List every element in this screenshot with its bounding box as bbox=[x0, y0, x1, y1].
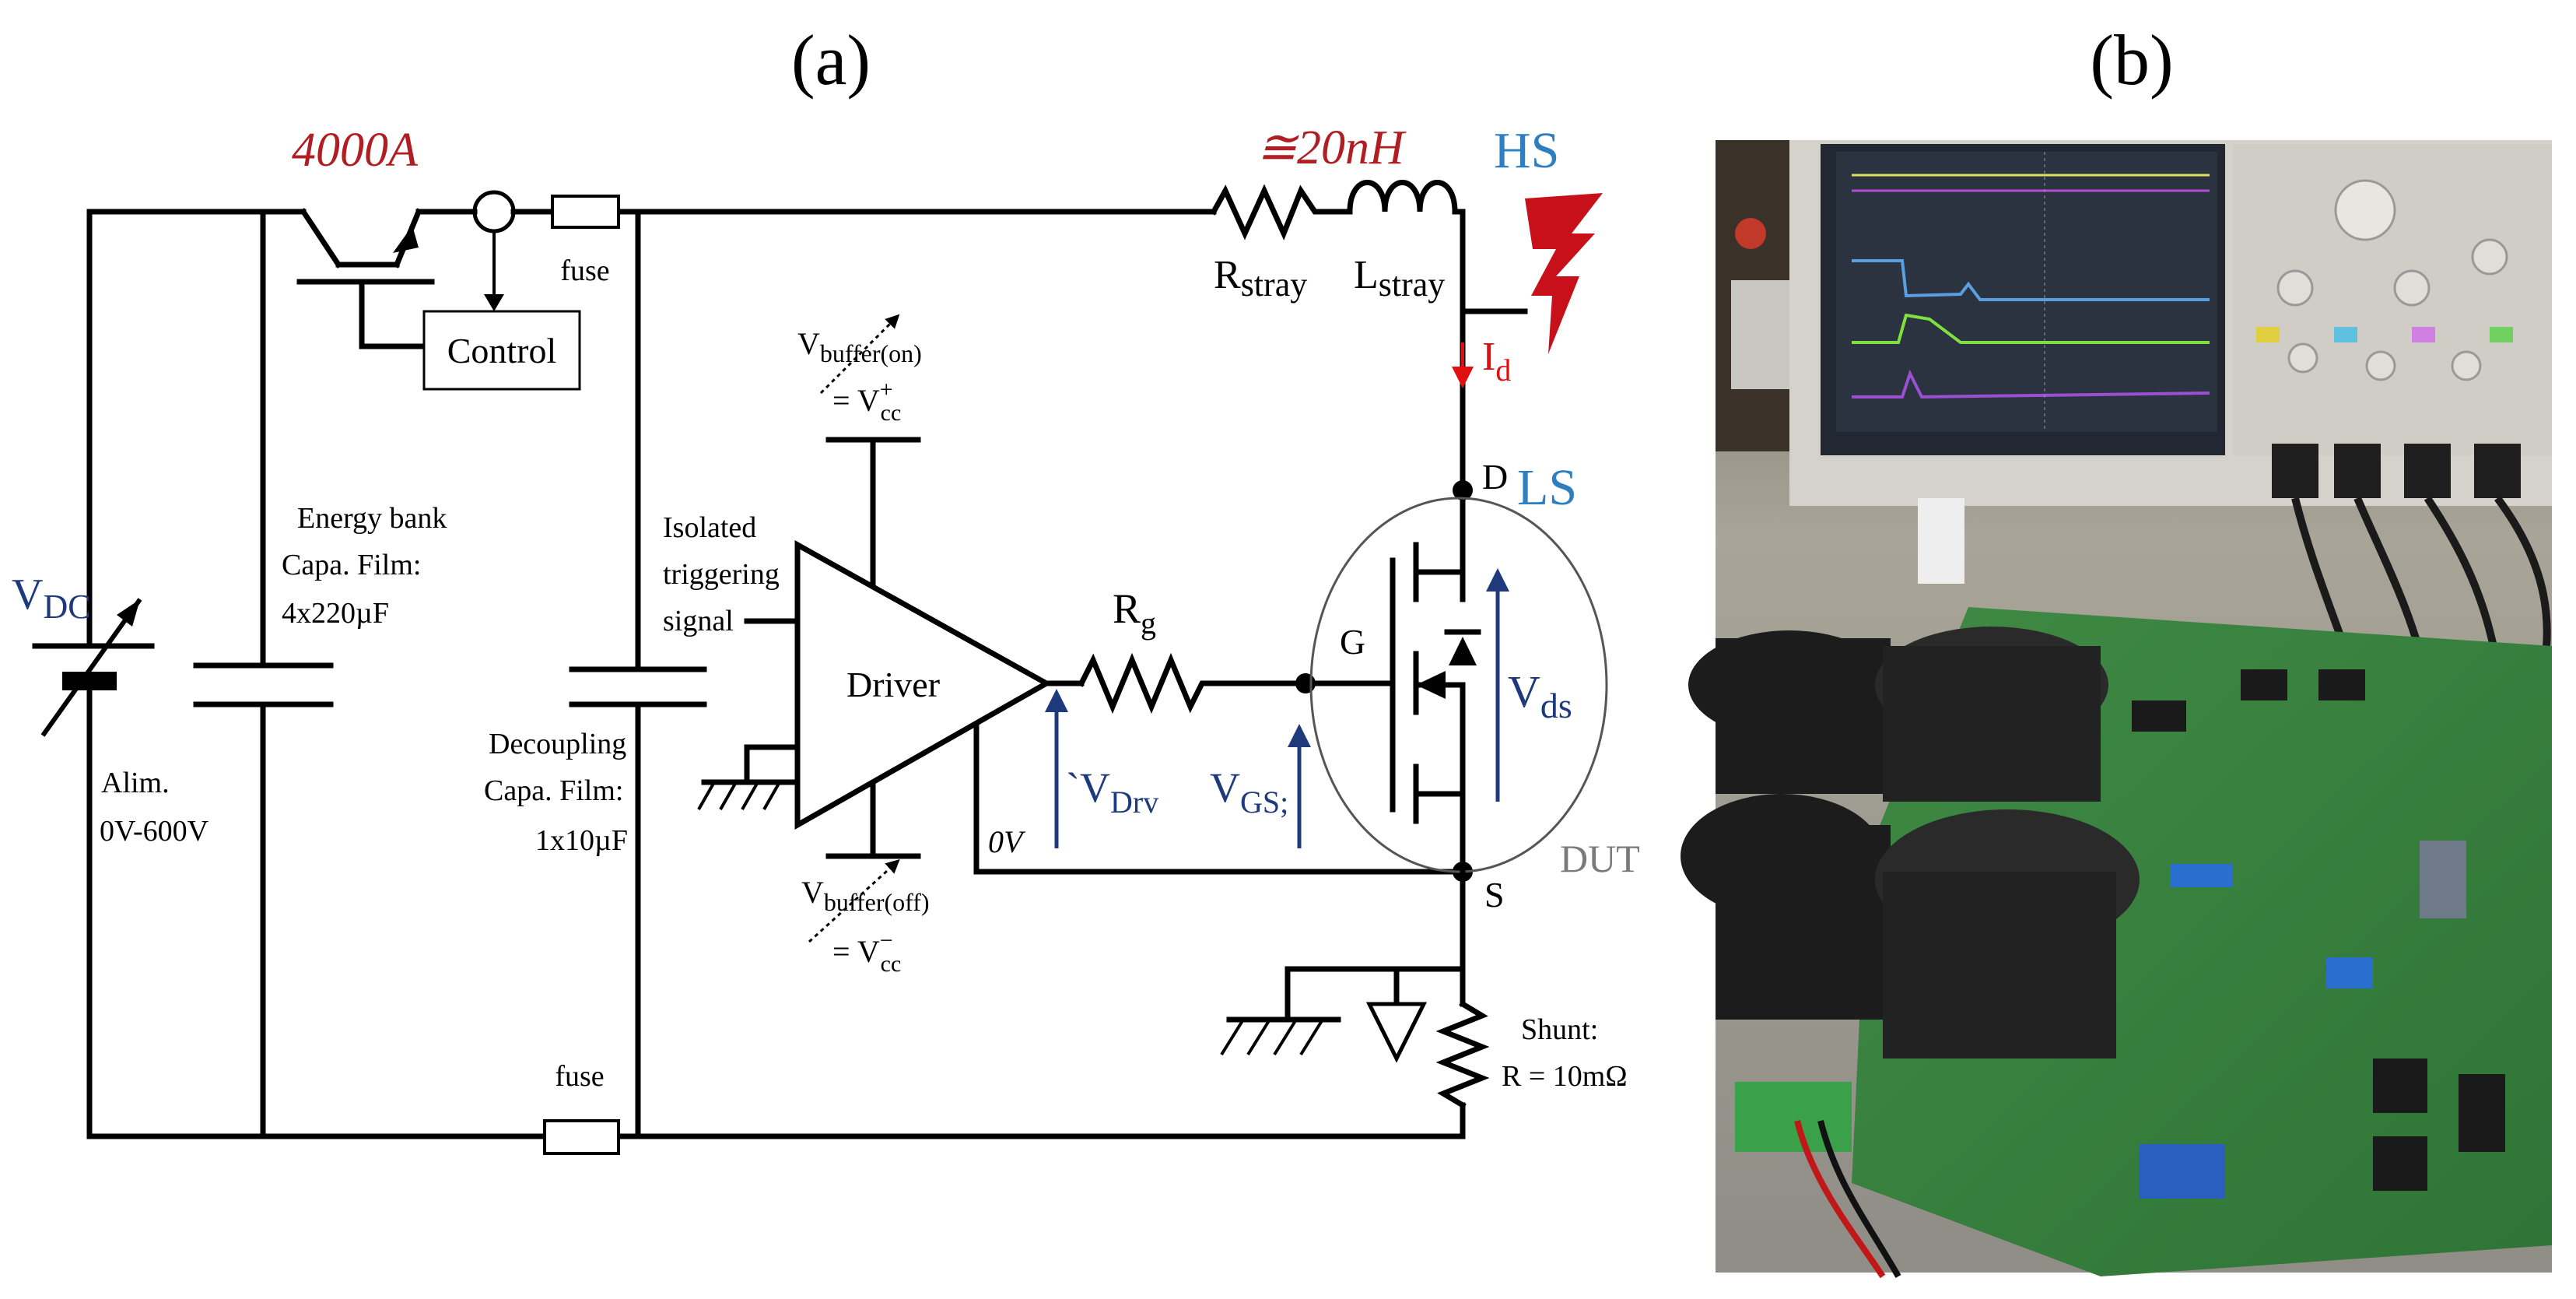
gate-junction bbox=[1295, 673, 1316, 693]
zero-volt-label: 0V bbox=[988, 824, 1026, 859]
decoupling-capacitor bbox=[569, 666, 707, 707]
mosfet-symbol bbox=[1390, 542, 1481, 875]
source-pin-label: S bbox=[1484, 875, 1505, 915]
driver-ground-icon bbox=[697, 744, 797, 810]
short-circuit-icon bbox=[1525, 193, 1603, 354]
decoupling-line1: Decoupling bbox=[489, 728, 626, 760]
gate-resistor bbox=[1078, 652, 1217, 714]
alim-label-line2: 0V-600V bbox=[100, 815, 209, 848]
dut-outline bbox=[1309, 497, 1608, 873]
driver-label: Driver bbox=[846, 665, 940, 704]
gate-pin-label: G bbox=[1340, 622, 1365, 662]
vcc-plus-label: = V+cc bbox=[832, 377, 901, 426]
vcc-minus-label: = V−cc bbox=[832, 928, 901, 977]
vdrv-label: `VDrv bbox=[1066, 764, 1158, 820]
vdc-label: VDC bbox=[12, 571, 91, 626]
chassis-ground-icon bbox=[1220, 1016, 1341, 1056]
energy-bank-line3: 4x220µF bbox=[282, 597, 389, 630]
dut-label: DUT bbox=[1560, 837, 1640, 880]
energy-bank-line2: Capa. Film: bbox=[282, 549, 421, 581]
top-fuse bbox=[551, 195, 620, 229]
oscilloscope-screen bbox=[1836, 152, 2217, 432]
shunt-resistor bbox=[1435, 1000, 1490, 1109]
top-fuse-label: fuse bbox=[560, 255, 609, 287]
trigger-line3: signal bbox=[663, 605, 734, 637]
bottom-fuse-label: fuse bbox=[555, 1060, 604, 1093]
trigger-line2: triggering bbox=[663, 558, 780, 591]
shunt-line2: R = 10mΩ bbox=[1502, 1060, 1628, 1093]
signal-ground-icon bbox=[1365, 1002, 1428, 1063]
low-side-label: LS bbox=[1517, 459, 1577, 516]
shunt-line1: Shunt: bbox=[1521, 1013, 1598, 1046]
lstray-label: Lstray bbox=[1354, 253, 1445, 304]
panel-b-label: (b) bbox=[2090, 20, 2173, 100]
decoupling-line3: 1x10µF bbox=[535, 824, 628, 857]
test-bench-photo bbox=[1681, 140, 2552, 1279]
rg-label: Rg bbox=[1113, 585, 1156, 641]
stray-resistor bbox=[1210, 184, 1353, 240]
alim-label-line1: Alim. bbox=[101, 767, 170, 799]
hs-label: HS bbox=[1494, 122, 1559, 179]
trigger-line1: Isolated bbox=[663, 511, 756, 544]
energy-bank-capacitor bbox=[193, 662, 334, 707]
inductance-label: ≅20nH bbox=[1256, 121, 1407, 174]
main-switch bbox=[296, 208, 435, 349]
vbuffer-off-label: Vbuffer(off) bbox=[801, 875, 930, 916]
control-label: Control bbox=[447, 331, 557, 370]
stray-inductor bbox=[1347, 180, 1458, 215]
vds-label: Vds bbox=[1508, 666, 1572, 725]
current-rating-label: 4000A bbox=[292, 124, 419, 177]
rstray-label: Rstray bbox=[1214, 253, 1307, 304]
decoupling-line2: Capa. Film: bbox=[484, 774, 623, 807]
vbuffer-on-label: Vbuffer(on) bbox=[797, 326, 922, 367]
bottom-fuse bbox=[543, 1119, 620, 1155]
drain-label: D bbox=[1482, 457, 1508, 497]
drain-junction bbox=[1453, 480, 1473, 500]
panel-a-label: (a) bbox=[791, 20, 871, 100]
control-box bbox=[422, 310, 581, 391]
energy-bank-line1: Energy bank bbox=[297, 502, 447, 535]
vgs-label: VGS; bbox=[1210, 764, 1288, 820]
driver-amplifier bbox=[794, 540, 1053, 830]
dc-source bbox=[32, 598, 155, 737]
current-sensor-icon bbox=[472, 190, 516, 233]
id-label: Id bbox=[1482, 335, 1511, 388]
